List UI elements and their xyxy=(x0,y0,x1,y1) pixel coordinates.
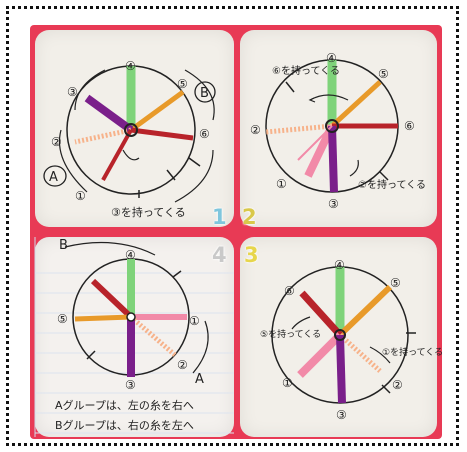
p2-pos-1: ① xyxy=(276,177,287,191)
p2-note-bottom: ②を持ってくる xyxy=(358,178,426,191)
p1-pos-6: ⑥ xyxy=(199,127,210,141)
p1-pos-5: ⑤ xyxy=(177,77,188,91)
p1-caption: ③を持ってくる xyxy=(111,205,186,219)
p4-pos-4: ④ xyxy=(334,258,345,272)
p3-pos-4: ④ xyxy=(125,248,136,262)
p4-pos-6: ⑥ xyxy=(284,284,295,298)
p3-group-b: B xyxy=(59,238,68,253)
p1-group-b: B xyxy=(200,86,209,101)
p2-pos-6: ⑥ xyxy=(404,119,415,133)
p4-pos-2: ② xyxy=(392,378,403,392)
panel-step-4: ④ ⑤ ① ② ③ B A Aグループは、左の糸を右へ Bグループは、右の糸を左… xyxy=(34,237,234,437)
p3-group-a: A xyxy=(195,372,204,387)
p3-pos-2: ② xyxy=(177,358,188,372)
step-number-3: 3 xyxy=(244,243,259,267)
p2-note-top: ⑥を持ってくる xyxy=(272,64,340,77)
p4-pos-3: ③ xyxy=(336,408,347,422)
p1-pos-3: ③ xyxy=(67,85,78,99)
p4-note-right: ①を持ってくる xyxy=(382,346,443,358)
panel-step-3: ④ ⑤ ⑥ ① ② ③ ⑤を持ってくる ①を持ってくる xyxy=(240,237,443,437)
kumihimo-disk-3: ④ ⑤ ⑥ ① ② ③ ⑤を持ってくる ①を持ってくる xyxy=(260,258,443,422)
step-number-4: 4 xyxy=(212,243,227,267)
p1-group-a: A xyxy=(49,170,58,185)
p4-pos-5: ⑤ xyxy=(390,276,401,290)
p2-pos-4: ④ xyxy=(326,51,337,65)
p4-note-left: ⑤を持ってくる xyxy=(260,328,321,340)
p3-line-1: Aグループは、左の糸を右へ xyxy=(55,398,194,412)
p3-pos-3: ③ xyxy=(125,378,136,392)
p2-pos-5: ⑤ xyxy=(378,67,389,81)
p1-pos-1: ① xyxy=(75,189,86,203)
p3-pos-5: ⑤ xyxy=(57,312,68,326)
step-number-2: 2 xyxy=(242,205,257,229)
p4-pos-1: ① xyxy=(282,376,293,390)
p3-pos-1: ① xyxy=(189,314,200,328)
kumihimo-disk-4: ④ ⑤ ① ② ③ B A Aグループは、左の糸を右へ Bグループは、右の糸を左… xyxy=(34,237,234,437)
p2-pos-3: ③ xyxy=(328,197,339,211)
kumihimo-disk-2: ④ ⑤ ⑥ ② ① ③ ⑥を持ってくる ②を持ってくる xyxy=(250,51,426,211)
p1-pos-2: ② xyxy=(51,135,62,149)
panel-step-2: ④ ⑤ ⑥ ② ① ③ ⑥を持ってくる ②を持ってくる xyxy=(240,30,437,227)
p1-pos-4: ④ xyxy=(125,59,136,73)
p3-line-2: Bグループは、右の糸を左へ xyxy=(55,418,194,432)
dotted-frame xyxy=(6,6,459,446)
panel-step-1: ④ ⑤ ⑥ ③ ② ① A B ③を持ってくる xyxy=(35,30,234,227)
step-number-1: 1 xyxy=(212,205,227,229)
p2-pos-2: ② xyxy=(250,123,261,137)
kumihimo-disk-1: ④ ⑤ ⑥ ③ ② ① A B ③を持ってくる xyxy=(43,59,216,219)
